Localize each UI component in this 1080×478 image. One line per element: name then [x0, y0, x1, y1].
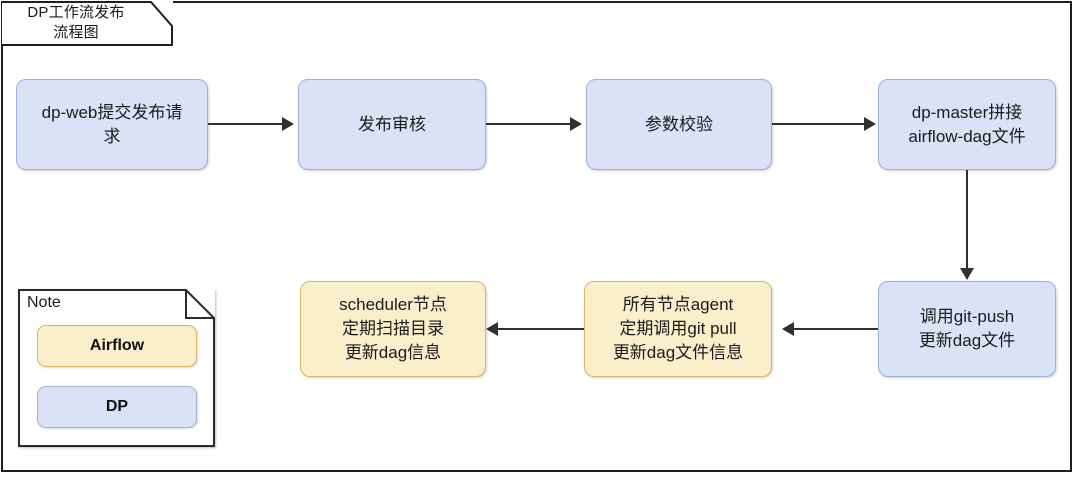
- node-param-validation[interactable]: 参数校验: [586, 79, 772, 170]
- page-title: DP工作流发布 流程图: [27, 4, 125, 41]
- note-title: Note: [27, 294, 61, 311]
- title-tab-shape: [1, 1, 173, 46]
- node-agent-git-pull[interactable]: 所有节点agent 定期调用git pull 更新dag文件信息: [584, 281, 772, 377]
- diagram-title-tab: DP工作流发布 流程图: [1, 1, 173, 46]
- legend-item-airflow[interactable]: Airflow: [37, 325, 197, 367]
- arrow-review-to-param: [486, 123, 572, 125]
- arrow-param-to-master: [772, 123, 866, 125]
- node-agent-git-pull-label: 所有节点agent 定期调用git pull 更新dag文件信息: [612, 295, 744, 362]
- node-scheduler-scan-label: scheduler节点 定期扫描目录 更新dag信息: [339, 295, 447, 362]
- arrow-gitpush-to-agent: [794, 328, 878, 330]
- arrowhead-gitpush-to-agent: [782, 322, 794, 336]
- arrowhead-review-to-param: [570, 117, 582, 131]
- node-release-review-label: 发布审核: [358, 114, 426, 134]
- arrowhead-agent-to-scheduler: [486, 322, 498, 336]
- note-legend-box: Note Airflow DP: [18, 289, 215, 447]
- legend-item-airflow-label: Airflow: [89, 337, 145, 354]
- arrow-agent-to-scheduler: [498, 328, 584, 330]
- arrowhead-master-to-gitpush: [960, 268, 974, 280]
- arrow-submit-to-review: [208, 123, 284, 125]
- node-dp-web-submit-label: dp-web提交发布请 求: [41, 102, 183, 146]
- node-dp-web-submit[interactable]: dp-web提交发布请 求: [16, 79, 208, 170]
- node-git-push-update-label: 调用git-push 更新dag文件: [918, 307, 1016, 350]
- node-release-review[interactable]: 发布审核: [298, 79, 486, 170]
- legend-item-dp-label: DP: [105, 398, 129, 415]
- arrow-master-to-gitpush: [966, 170, 968, 270]
- node-git-push-update[interactable]: 调用git-push 更新dag文件: [878, 281, 1056, 377]
- arrowhead-param-to-master: [864, 117, 876, 131]
- legend-item-dp[interactable]: DP: [37, 386, 197, 428]
- diagram-frame: [1, 1, 1072, 472]
- arrowhead-submit-to-review: [282, 117, 294, 131]
- node-dp-master-assemble-label: dp-master拼接 airflow-dag文件: [908, 102, 1026, 146]
- node-scheduler-scan[interactable]: scheduler节点 定期扫描目录 更新dag信息: [300, 281, 486, 377]
- node-dp-master-assemble[interactable]: dp-master拼接 airflow-dag文件: [878, 79, 1056, 170]
- node-param-validation-label: 参数校验: [645, 114, 713, 134]
